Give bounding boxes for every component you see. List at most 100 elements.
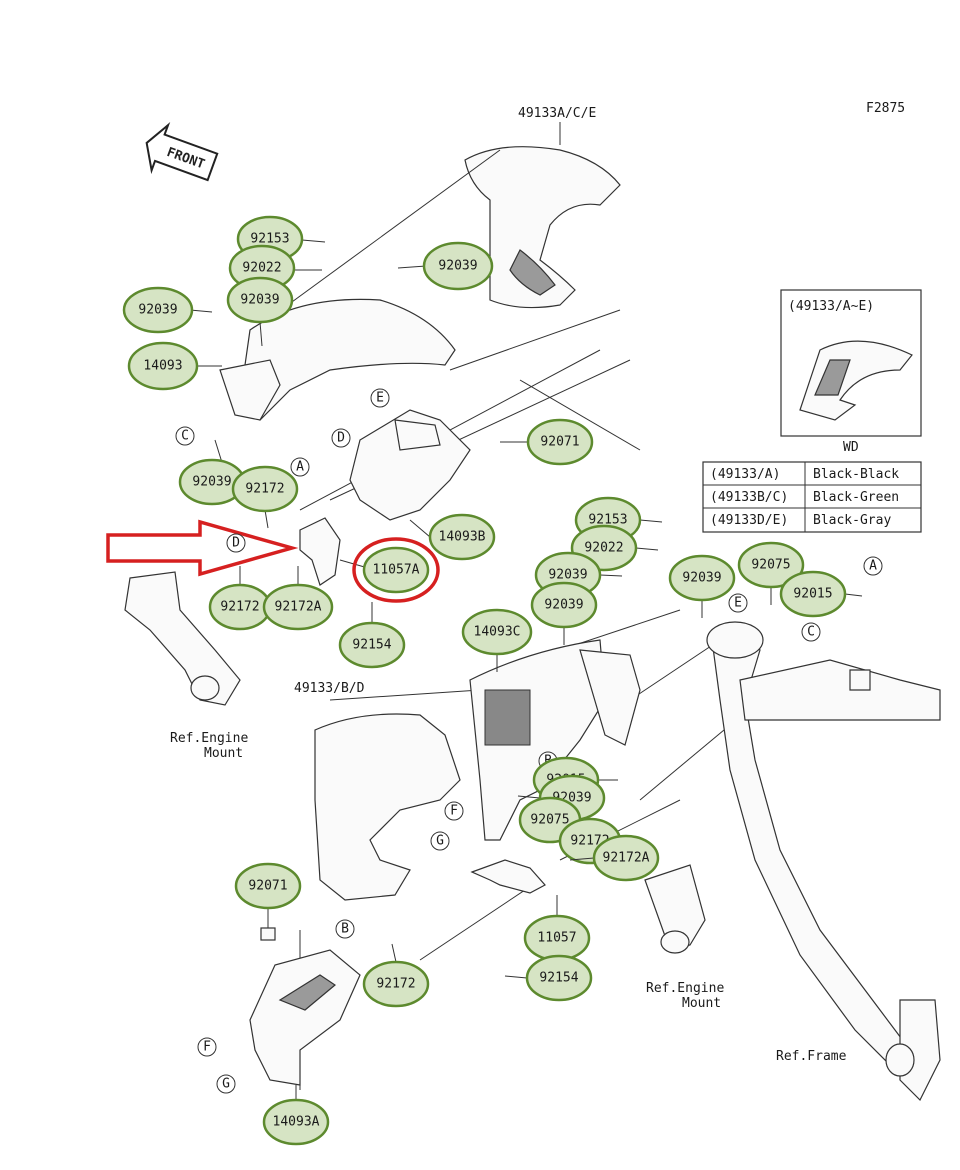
- ref-letter-d: D: [226, 533, 246, 553]
- svg-text:92154: 92154: [352, 638, 391, 653]
- ref-letter-g: G: [430, 831, 450, 851]
- part-callout: 92071: [234, 862, 302, 928]
- part-callout: 92075: [737, 541, 805, 605]
- part-callout: 92039: [178, 439, 246, 506]
- ref-letter-g: G: [216, 1074, 236, 1094]
- lower-bracket-part: [470, 859, 546, 894]
- color-table-color: Black-Black: [813, 467, 899, 482]
- part-callout: 92172A: [569, 834, 660, 882]
- highlight-circle: [352, 537, 440, 603]
- ref-engine-mount-left-1: Ref.Engine: [170, 731, 248, 746]
- bracket-11057a-part: [299, 517, 341, 586]
- color-table-code: (49133/A): [710, 467, 780, 482]
- part-callout: 92039: [530, 581, 598, 645]
- svg-text:E: E: [734, 596, 742, 611]
- variant-box-title: (49133/A~E): [788, 299, 874, 314]
- ref-engine-mount-left-2: Mount: [204, 746, 243, 761]
- part-callout: 11057: [523, 895, 591, 962]
- ref-engine-mount-right-1: Ref.Engine: [646, 981, 724, 996]
- right-engine-mount-part: [644, 864, 706, 954]
- ref-letter-f: F: [197, 1037, 217, 1057]
- part-callout: 92039: [226, 276, 294, 347]
- top-cowl-part: [464, 146, 621, 309]
- svg-text:92172A: 92172A: [603, 851, 650, 866]
- svg-text:92039: 92039: [192, 475, 231, 490]
- part-callout: 92015: [779, 570, 863, 618]
- ref-letter-f: F: [444, 801, 464, 821]
- svg-text:92022: 92022: [584, 541, 623, 556]
- svg-text:92015: 92015: [793, 587, 832, 602]
- part-callout: 92039: [397, 241, 494, 291]
- ref-engine-mount-right-2: Mount: [682, 996, 721, 1011]
- svg-text:C: C: [807, 625, 815, 640]
- svg-text:92071: 92071: [248, 879, 287, 894]
- svg-text:92172: 92172: [220, 600, 259, 615]
- svg-text:G: G: [436, 834, 444, 849]
- part-callout: 92172: [208, 566, 272, 631]
- svg-text:E: E: [376, 391, 384, 406]
- lower-cowl-label: 49133/B/D: [294, 681, 365, 696]
- spacer-92071-part: [260, 927, 276, 941]
- svg-text:B: B: [341, 922, 349, 937]
- left-engine-mount-part: [124, 571, 241, 706]
- svg-text:92075: 92075: [530, 813, 569, 828]
- svg-text:14093A: 14093A: [273, 1115, 320, 1130]
- lower-mount-14093a-part: [249, 949, 361, 1086]
- svg-text:92022: 92022: [242, 261, 281, 276]
- svg-text:D: D: [232, 536, 240, 551]
- svg-text:G: G: [222, 1077, 230, 1092]
- svg-text:92039: 92039: [240, 293, 279, 308]
- svg-text:F: F: [203, 1040, 211, 1055]
- figure-code: F2875: [866, 101, 905, 116]
- ref-frame-label: Ref.Frame: [776, 1049, 847, 1064]
- svg-text:C: C: [181, 429, 189, 444]
- ref-letter-e: E: [370, 388, 390, 408]
- front-arrow: FRONT: [145, 122, 219, 182]
- part-callout-highlight: 11057A: [339, 537, 440, 603]
- highlight-arrow: [106, 519, 299, 577]
- part-callout: 92154: [504, 954, 593, 1002]
- svg-text:A: A: [296, 460, 304, 475]
- variant-box: (49133/A~E) WD: [780, 289, 922, 455]
- lower-cowl-part: [314, 713, 461, 901]
- part-callout: 14093B: [409, 513, 496, 561]
- color-table-color: Black-Gray: [813, 513, 891, 528]
- svg-text:92039: 92039: [138, 303, 177, 318]
- part-callout: 92154: [338, 602, 406, 669]
- svg-text:92172: 92172: [376, 977, 415, 992]
- part-callout: 14093A: [262, 1085, 330, 1146]
- color-table-code: (49133B/C): [710, 490, 788, 505]
- svg-text:D: D: [337, 431, 345, 446]
- part-callout: 14093C: [461, 608, 533, 672]
- upper-inner-cowl-part: [219, 298, 456, 421]
- svg-text:14093: 14093: [143, 359, 182, 374]
- variant-box-footer: WD: [843, 440, 859, 455]
- color-table-color: Black-Green: [813, 490, 899, 505]
- svg-text:92154: 92154: [539, 971, 578, 986]
- svg-text:92075: 92075: [751, 558, 790, 573]
- svg-text:92071: 92071: [540, 435, 579, 450]
- color-table-code: (49133D/E): [710, 513, 788, 528]
- svg-text:F: F: [450, 804, 458, 819]
- ref-letter-a: A: [290, 457, 310, 477]
- part-callout: 92039: [122, 286, 213, 334]
- frame-part: [706, 621, 941, 1102]
- svg-text:14093C: 14093C: [474, 625, 521, 640]
- ref-letter-d: D: [331, 428, 351, 448]
- svg-text:A: A: [869, 559, 877, 574]
- color-table: (49133/A) Black-Black (49133B/C) Black-G…: [702, 461, 922, 533]
- svg-text:92039: 92039: [544, 598, 583, 613]
- svg-text:14093B: 14093B: [439, 530, 486, 545]
- svg-text:92153: 92153: [588, 513, 627, 528]
- svg-text:92039: 92039: [682, 571, 721, 586]
- top-cowl-label: 49133A/C/E: [518, 106, 596, 121]
- svg-text:92172A: 92172A: [275, 600, 322, 615]
- ref-letter-e: E: [728, 593, 748, 613]
- ref-letter-a: A: [863, 556, 883, 576]
- svg-text:92039: 92039: [438, 259, 477, 274]
- svg-text:92039: 92039: [548, 568, 587, 583]
- part-callout: 92022: [570, 524, 659, 572]
- part-callout: 14093: [127, 341, 222, 391]
- ref-letter-b: B: [335, 919, 355, 939]
- svg-text:11057A: 11057A: [373, 563, 420, 578]
